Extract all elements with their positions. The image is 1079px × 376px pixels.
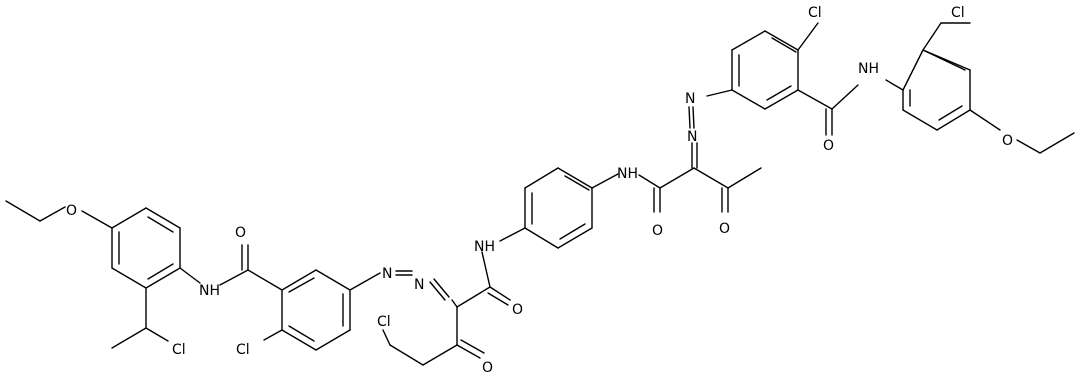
atom-label-n: N	[382, 266, 392, 282]
atom-label-cl: Cl	[951, 5, 965, 21]
atom-label-nh: NH	[474, 239, 495, 255]
atom-label-o: O	[823, 138, 834, 154]
atom-label-o: O	[235, 225, 246, 241]
atom-label-cl: Cl	[172, 342, 186, 358]
atom-label-o: O	[512, 302, 523, 318]
atom-label-n: N	[414, 277, 424, 293]
atom-label-n: N	[687, 129, 697, 145]
atom-label-nh: NH	[199, 283, 220, 299]
atom-label-nh: NH	[617, 166, 638, 182]
bonds	[5, 22, 1075, 366]
atom-label-cl: Cl	[377, 314, 391, 330]
atom-label-o: O	[1002, 133, 1013, 149]
atom-labels: Cl Cl NH O O N N NH O O NH O O O NH Cl C…	[66, 5, 1013, 376]
atom-label-n: N	[685, 91, 695, 107]
atom-label-o: O	[652, 223, 663, 239]
atom-label-cl: Cl	[808, 5, 822, 21]
atom-label-o: O	[482, 360, 493, 376]
atom-label-cl: Cl	[236, 342, 250, 358]
atom-label-o: O	[719, 221, 730, 237]
atom-label-nh: NH	[858, 61, 879, 77]
atom-label-o: O	[66, 203, 77, 219]
